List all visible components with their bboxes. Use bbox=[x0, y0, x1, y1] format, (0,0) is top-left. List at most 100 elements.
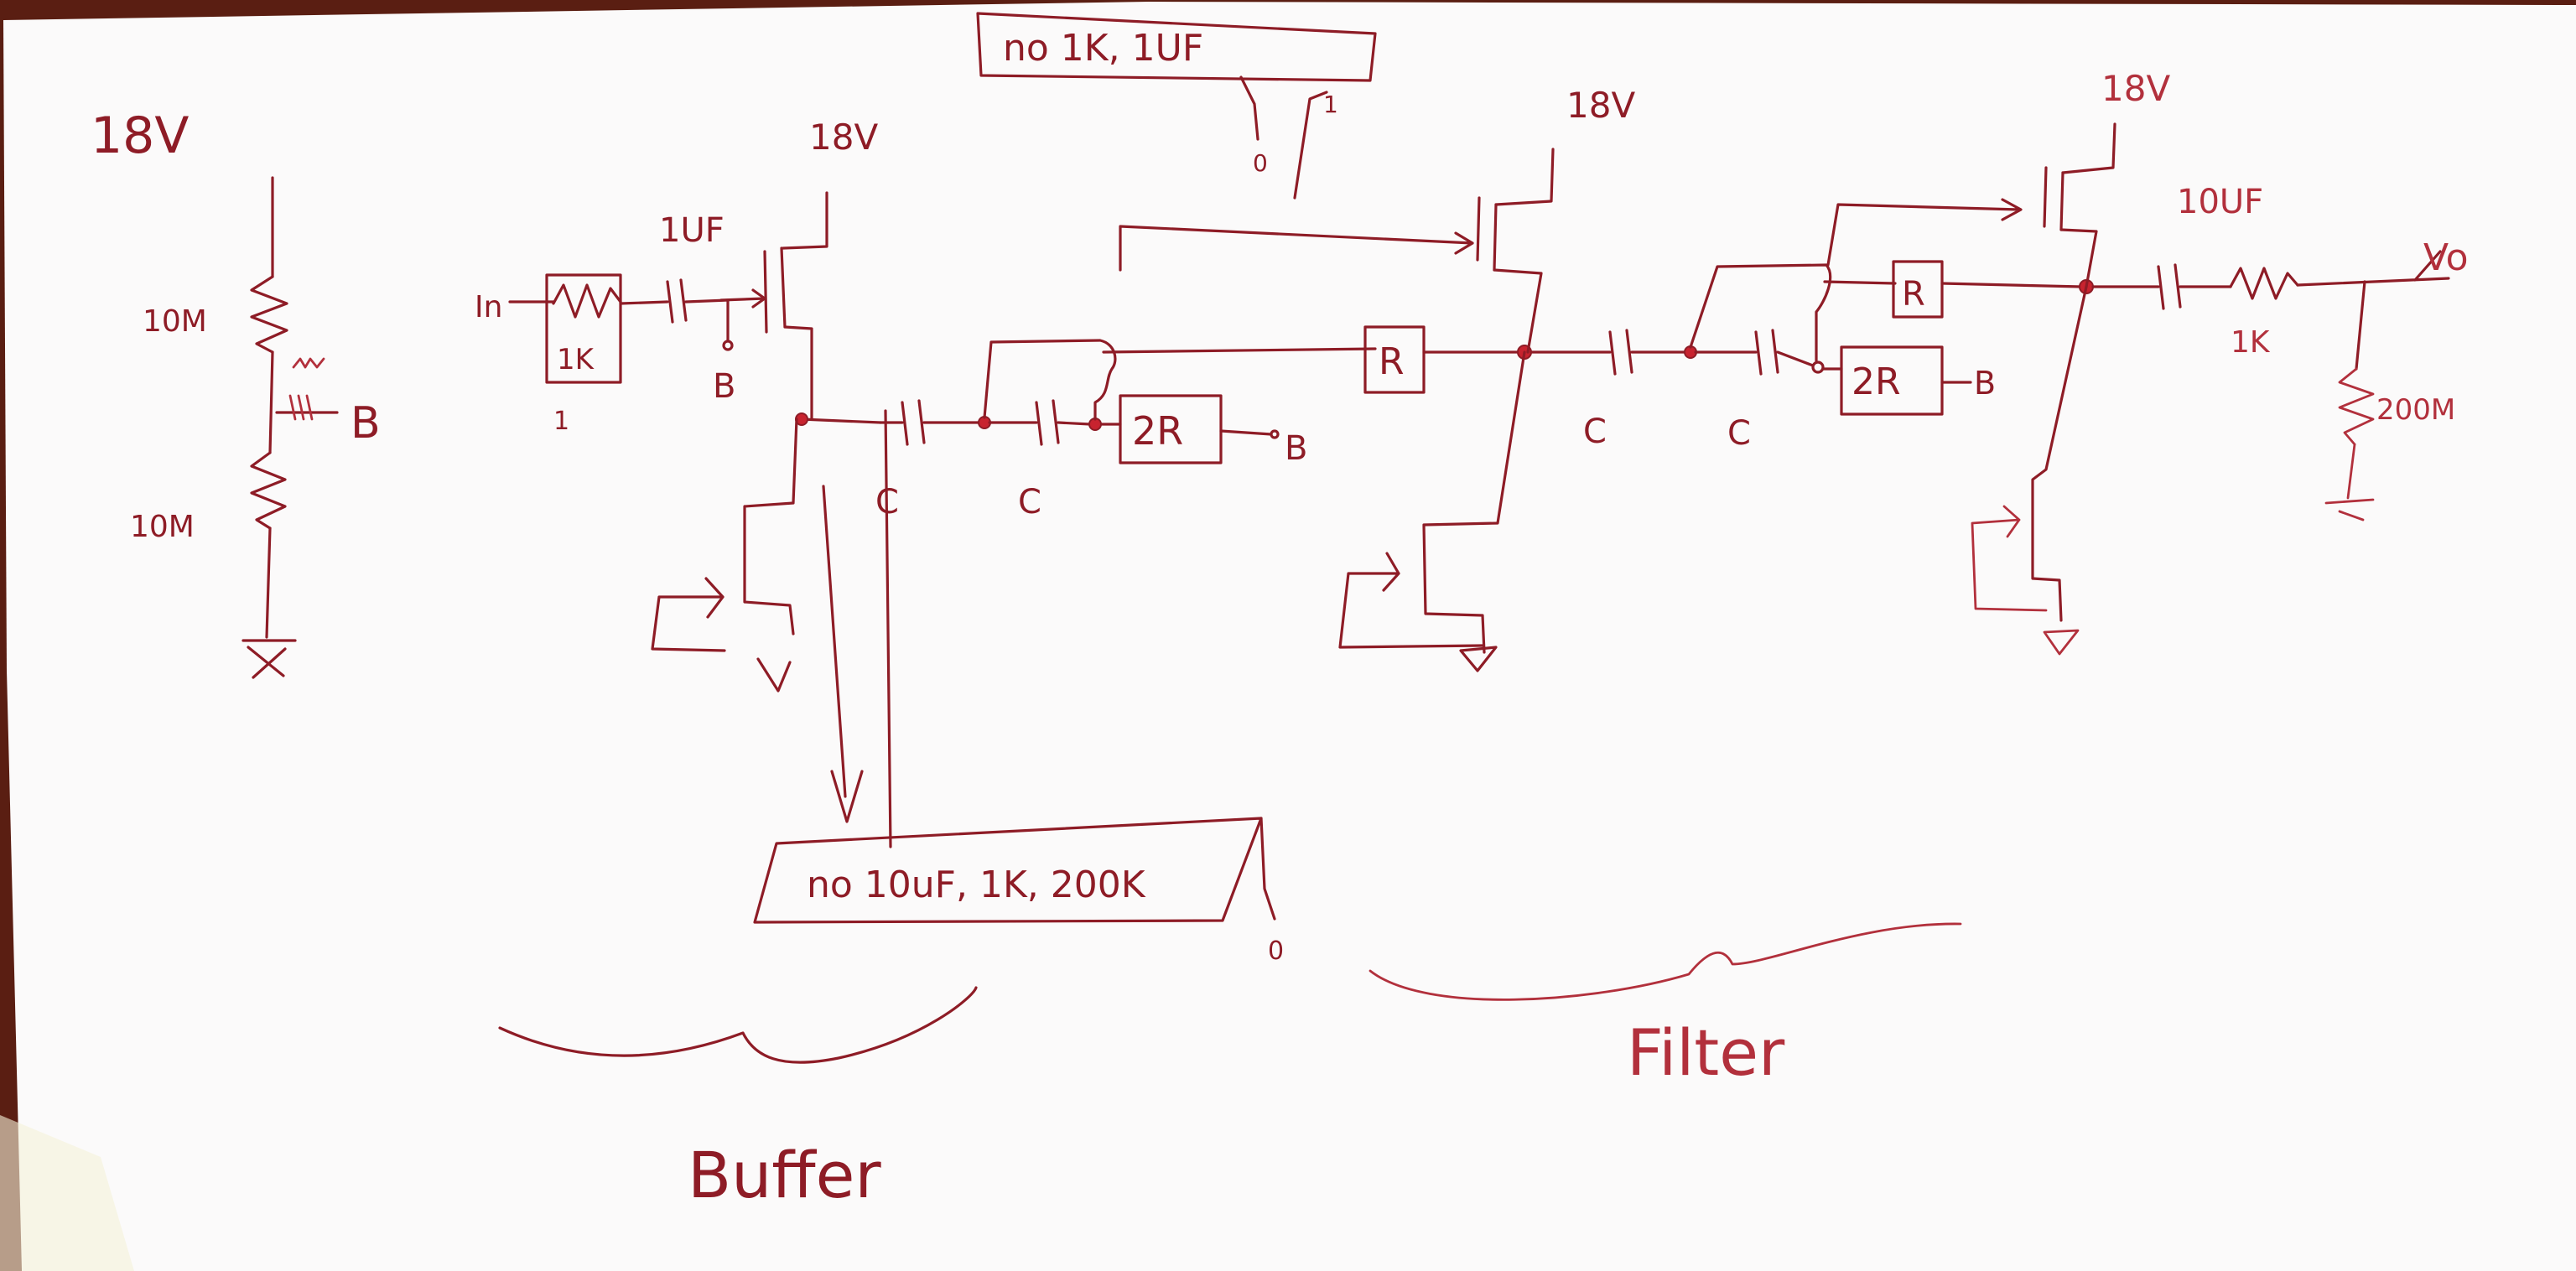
filter-brace bbox=[1368, 922, 1962, 1001]
stage1-gate-feed bbox=[1119, 225, 1474, 272]
output-wire bbox=[2296, 250, 2450, 287]
output-stage: 10UF 1K Vo 200M bbox=[2091, 183, 2469, 521]
stage1-source-wire bbox=[1493, 268, 1543, 354]
buffer-source-wire bbox=[783, 325, 813, 421]
stage1-transistor-body bbox=[1476, 196, 1498, 272]
filter-stage-1: C C 2R B R 18V bbox=[875, 85, 1635, 672]
stage2-ground-icon bbox=[2043, 629, 2080, 656]
buffer-source-arrow bbox=[651, 577, 726, 652]
output-resistor-label: 1K bbox=[2231, 325, 2271, 360]
filter-label: Filter bbox=[1627, 1015, 1785, 1090]
top-note-tail-a bbox=[1239, 75, 1259, 141]
bias-decoupling-cap bbox=[288, 357, 325, 421]
stage1-bias-lead bbox=[1219, 429, 1273, 436]
bias-node-label: B bbox=[351, 398, 381, 449]
gate-bias-terminal bbox=[722, 340, 734, 351]
ground-icon bbox=[242, 639, 297, 679]
output-capacitor bbox=[2091, 263, 2232, 310]
probe-tail-label: 0 bbox=[1268, 936, 1284, 966]
buffer-input-label: In bbox=[475, 290, 502, 324]
stage2-feedback-loop bbox=[1689, 263, 1832, 362]
stage2-node-b bbox=[1811, 361, 1825, 374]
output-capacitor-label: 10UF bbox=[2177, 183, 2263, 221]
stage2-source-wire bbox=[2059, 228, 2098, 288]
output-label: Vo bbox=[2423, 236, 2469, 279]
stage2-c1-label: C bbox=[1583, 412, 1607, 451]
stage2-feedback-resistor bbox=[1892, 260, 1944, 319]
load-ground-icon bbox=[2324, 443, 2375, 521]
probe-arrow bbox=[822, 485, 864, 823]
buffer-supply-label: 18V bbox=[809, 117, 878, 158]
bias-wire-bottom bbox=[265, 527, 272, 639]
bias-r-bottom-label: 10M bbox=[130, 510, 195, 544]
buffer-current-source bbox=[743, 418, 798, 636]
input-resistor-label: 1K bbox=[557, 343, 595, 376]
bias-resistor-bottom bbox=[250, 451, 287, 530]
stage1-bias-resistor-label: 2R bbox=[1132, 408, 1183, 454]
top-note-tail-a-label: 0 bbox=[1253, 149, 1268, 177]
stage1-c1-label: C bbox=[875, 483, 899, 521]
probe-note-box bbox=[753, 817, 1263, 924]
stage1-bias-resistor-box bbox=[1119, 394, 1223, 464]
probe-note: no 10uF, 1K, 200K bbox=[807, 864, 1146, 906]
stage2-supply-label: 18V bbox=[2101, 68, 2170, 109]
input-capacitor-label: 1UF bbox=[659, 211, 724, 250]
stage2-current-source bbox=[2031, 285, 2088, 622]
output-resistor bbox=[2229, 267, 2299, 300]
buffer-transistor-body bbox=[763, 246, 787, 334]
buffer-stage: In 1K 1 1UF B 18V no 10uF, 1K, 200K 0 Bu… bbox=[475, 117, 1284, 1212]
buffer-brace bbox=[498, 986, 978, 1064]
top-note: no 1K, 1UF 0 1 bbox=[976, 12, 1377, 200]
stage2-feedback-label: R bbox=[1902, 275, 1925, 314]
buffer-ground-icon bbox=[756, 657, 792, 693]
stage1-feedback-wire bbox=[1102, 347, 1377, 354]
stage1-capacitor-1 bbox=[879, 399, 983, 446]
top-note-tail-b-label: 1 bbox=[1323, 91, 1338, 118]
bias-wire-mid bbox=[268, 350, 274, 454]
stage1-bias-terminal bbox=[1270, 429, 1280, 439]
bias-divider: 18V 10M B 10M bbox=[91, 106, 381, 679]
stage1-capacitor-2 bbox=[988, 399, 1092, 446]
load-resistor bbox=[2338, 367, 2375, 446]
stage2-feedback-wire bbox=[1823, 280, 1897, 285]
probe-tail bbox=[1259, 817, 1276, 921]
stage1-ground-icon bbox=[1459, 646, 1498, 672]
bias-supply-label: 18V bbox=[91, 106, 189, 165]
stage2-bias-resistor-box bbox=[1840, 345, 1944, 416]
stage1-supply-label: 18V bbox=[1566, 85, 1635, 126]
stage1-feedback-label: R bbox=[1379, 340, 1405, 383]
stage2-drain-wire bbox=[2061, 122, 2116, 174]
stage2-source-arrow bbox=[1971, 505, 2048, 612]
buffer-drain-wire bbox=[782, 191, 828, 250]
top-note-text: no 1K, 1UF bbox=[1003, 27, 1203, 70]
stage1-current-source bbox=[1422, 350, 1526, 654]
buffer-footnote: 1 bbox=[553, 407, 569, 436]
top-note-box bbox=[976, 12, 1377, 82]
filter-stage-2: C C 2R B R 18V bbox=[1530, 68, 2170, 656]
light-glare bbox=[0, 1115, 134, 1271]
stage1-c2-label: C bbox=[1018, 483, 1041, 521]
top-note-tail-b bbox=[1293, 91, 1328, 200]
bias-r-top-label: 10M bbox=[143, 304, 207, 339]
stage1-feedback-resistor bbox=[1363, 325, 1426, 394]
gate-bias-label: B bbox=[713, 367, 735, 406]
paper bbox=[3, 2, 2576, 1271]
load-wire bbox=[2355, 280, 2366, 371]
stage2-out-wire bbox=[1940, 282, 2083, 288]
stage2-bias-label: B bbox=[1974, 365, 1996, 402]
buffer-out-wire bbox=[800, 409, 892, 848]
input-capacitor bbox=[619, 278, 730, 324]
stage2-transistor-body bbox=[2043, 166, 2064, 231]
input-resistor-box bbox=[545, 273, 622, 384]
stage2-capacitor-2 bbox=[1694, 329, 1815, 376]
stage2-gate-feed bbox=[1826, 198, 2023, 267]
input-resistor bbox=[552, 283, 622, 319]
load-resistor-label: 200M bbox=[2376, 393, 2455, 427]
stage2-capacitor-1 bbox=[1530, 329, 1689, 376]
bias-resistor-top bbox=[250, 275, 288, 354]
buffer-label: Buffer bbox=[688, 1138, 881, 1212]
stage1-bias-label: B bbox=[1285, 429, 1307, 468]
stage1-feedback-loop bbox=[983, 339, 1117, 421]
